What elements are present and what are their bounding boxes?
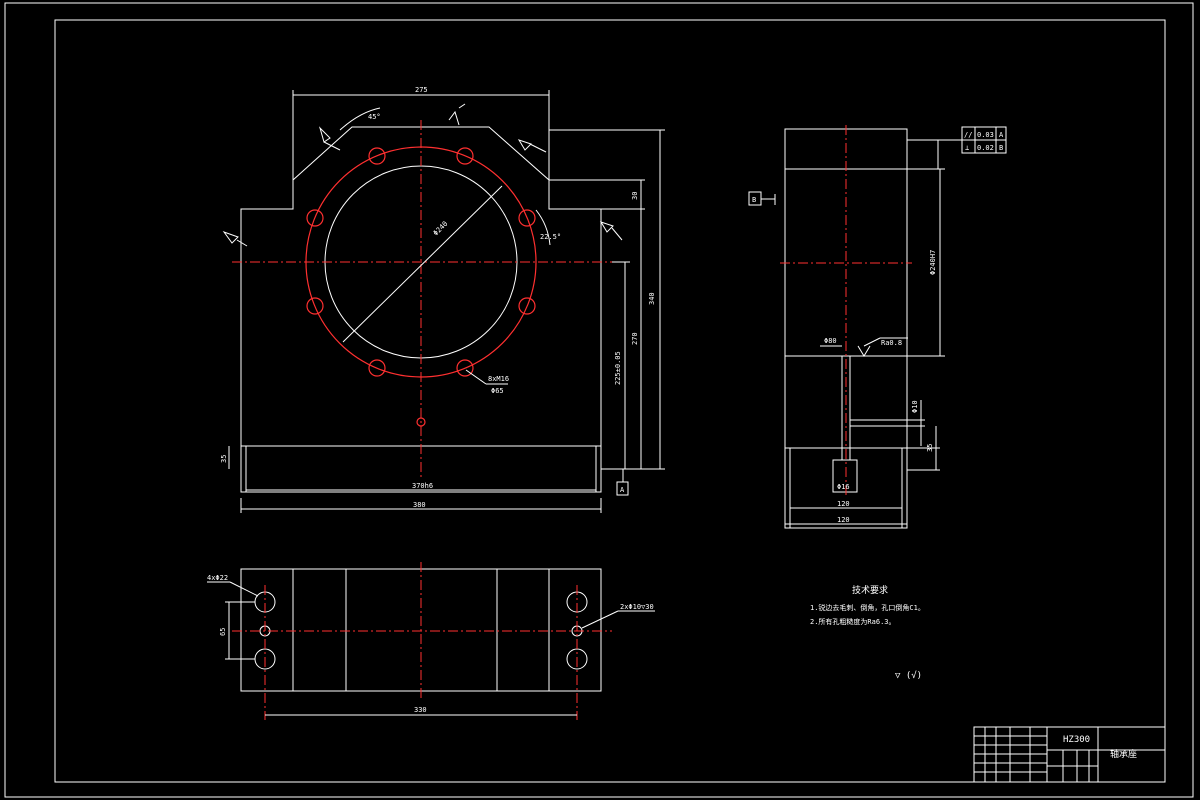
- dim-outer-width: 120: [837, 516, 850, 524]
- inner-border: [54, 19, 1166, 783]
- tol-row2-symbol: ⊥: [965, 144, 969, 152]
- dim-overall-width: 380: [413, 501, 426, 509]
- dim-bore: Φ240: [432, 220, 450, 238]
- datum-a: A: [620, 486, 625, 494]
- dim-bore-h7: Φ240H7: [929, 250, 937, 275]
- notes-line2: 2.所有孔粗糙度为Ra6.3。: [810, 617, 896, 626]
- dim-center-height: 270: [631, 332, 639, 345]
- outer-border: [4, 2, 1194, 798]
- bolt-holes: [306, 147, 536, 427]
- drawing-title: HZ300: [1063, 735, 1090, 745]
- hole-callout-pcd: Φ65: [491, 387, 504, 395]
- dim-chamfer-angle: 45°: [368, 113, 381, 121]
- front-view: Φ240 275 45° 22.5° 340 30 270 22: [220, 86, 665, 513]
- tol-row1-value: 0.03: [977, 131, 994, 139]
- dim-bolt-angle: 22.5°: [540, 233, 561, 241]
- dim-center-tolerance: 225±0.05: [614, 351, 622, 385]
- dim-total-height: 340: [648, 292, 656, 305]
- tol-row1-datum: A: [999, 131, 1004, 139]
- surface-finish: Ra0.8: [881, 339, 902, 347]
- dim-inner-width: 120: [837, 500, 850, 508]
- dim-hole-span: 330: [414, 706, 427, 714]
- notes-title: 技术要求: [852, 584, 888, 596]
- dim-bottom-height: 35: [926, 444, 934, 452]
- tol-row1-symbol: //: [964, 131, 972, 139]
- finish-marks: [222, 103, 623, 247]
- notes-line1: 1.锐边去毛刺、倒角，孔口倒角C1。: [810, 603, 925, 612]
- datum-b: B: [752, 196, 756, 204]
- dim-step-height: 30: [631, 192, 639, 200]
- dim-top-width: 275: [415, 86, 428, 94]
- technical-notes: 技术要求 1.锐边去毛刺、倒角，孔口倒角C1。 2.所有孔粗糙度为Ra6.3。 …: [810, 584, 925, 681]
- dim-small-hole: Φ80: [824, 337, 837, 345]
- dim-vertical: 65: [219, 628, 227, 636]
- side-view: // 0.03 A ⊥ 0.02 B B Φ240H7 Φ80 Ra0.8 Φ1…: [748, 125, 1007, 529]
- title-block: HZ300 轴承座: [973, 726, 1166, 783]
- dim-base-height: 35: [220, 455, 228, 463]
- dim-base-width: 370h6: [412, 482, 433, 490]
- dim-slot: Φ16: [837, 483, 850, 491]
- bottom-view: 4xΦ22 2xΦ10▽30 65 330: [207, 562, 655, 720]
- dim-groove: Φ10: [911, 400, 919, 413]
- callout-right: 2xΦ10▽30: [620, 603, 654, 611]
- part-name: 轴承座: [1110, 748, 1137, 760]
- tol-row2-datum: B: [999, 144, 1003, 152]
- roughness-symbol: ▽ (√): [895, 670, 922, 681]
- hole-callout-thread: 8xM16: [488, 375, 509, 383]
- callout-left: 4xΦ22: [207, 574, 228, 582]
- tol-row2-value: 0.02: [977, 144, 994, 152]
